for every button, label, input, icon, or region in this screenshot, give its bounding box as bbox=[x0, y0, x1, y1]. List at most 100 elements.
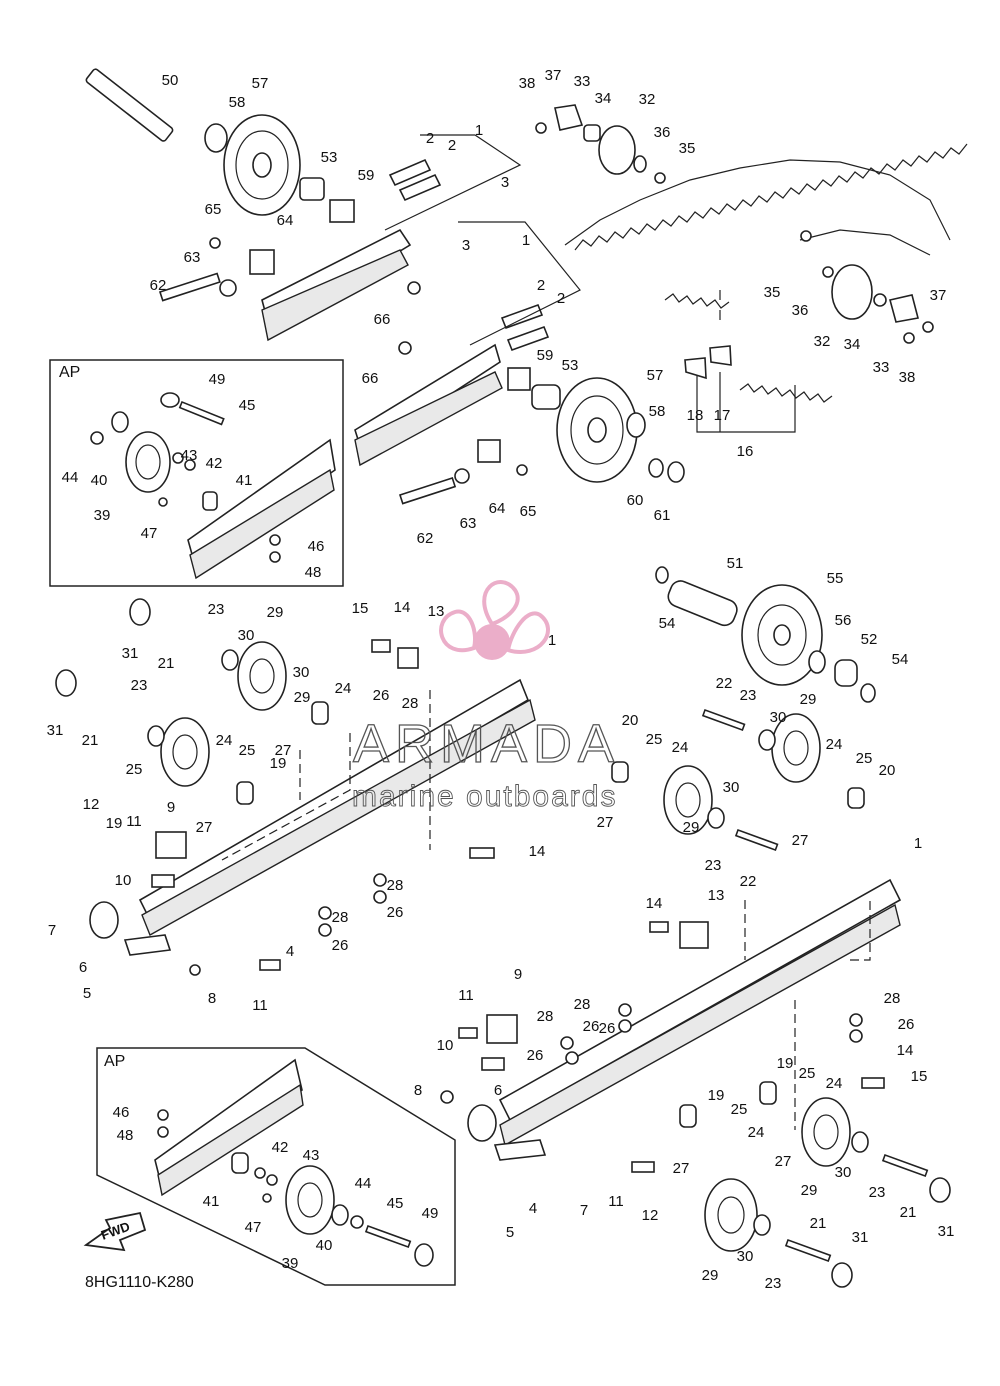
top-left-assembly bbox=[85, 68, 522, 342]
callout-top-left-assembly-2: 58 bbox=[229, 94, 246, 111]
callout-rear-axle-5: 54 bbox=[892, 651, 909, 668]
callout-right-rail-16: 6 bbox=[494, 1082, 502, 1099]
callout-left-rail-4: 29 bbox=[267, 604, 284, 621]
bracket-33b bbox=[889, 294, 919, 323]
rail-4-right bbox=[498, 878, 902, 1122]
callout-right-rail-14: 15 bbox=[911, 1068, 928, 1085]
callout-center-wheels-13: 25 bbox=[856, 750, 873, 767]
callout-left-rail-30: 5 bbox=[83, 985, 91, 1002]
washer-42b bbox=[254, 1167, 266, 1179]
callout-right-rail-3: 9 bbox=[514, 966, 522, 983]
washer-44b bbox=[350, 1215, 364, 1229]
callout-track-2: 32 bbox=[814, 333, 831, 350]
callout-track-6: 38 bbox=[899, 369, 916, 386]
left-rail bbox=[55, 598, 536, 976]
callout-inset-top-1: 45 bbox=[239, 397, 256, 414]
callout-right-rail-21: 25 bbox=[731, 1101, 748, 1118]
clip-14c bbox=[649, 921, 669, 933]
callout-top-right-idler-3: 34 bbox=[595, 90, 612, 107]
callout-top-middle-assembly-10: 66 bbox=[362, 370, 379, 387]
callout-top-right-idler-2: 33 bbox=[574, 73, 591, 90]
nut-63b bbox=[454, 468, 470, 484]
watermark-brand: ARMADA bbox=[353, 714, 620, 774]
bracket-64b bbox=[477, 439, 501, 463]
callout-inset-bottom-0: 46 bbox=[113, 1104, 130, 1121]
callout-inset-top-6: 41 bbox=[236, 472, 253, 489]
clip-18 bbox=[684, 357, 707, 380]
inset-bottom-frame bbox=[96, 1047, 456, 1286]
callout-top-middle-assembly-11: 63 bbox=[460, 515, 477, 532]
washer-44 bbox=[90, 431, 104, 445]
cap-49b bbox=[414, 1243, 434, 1267]
bearing-30b bbox=[147, 725, 165, 747]
callout-top-right-idler-5: 36 bbox=[654, 124, 671, 141]
bolt-45 bbox=[178, 400, 225, 426]
callout-left-rail-36: 28 bbox=[332, 909, 349, 926]
callout-left-rail-9: 31 bbox=[47, 722, 64, 739]
callout-right-rail-29: 31 bbox=[938, 1223, 955, 1240]
callout-left-rail-22: 27 bbox=[275, 742, 292, 759]
bearing-30c bbox=[707, 807, 725, 829]
nut-61 bbox=[667, 461, 685, 483]
nut-48b bbox=[157, 1126, 169, 1138]
pad-10a bbox=[151, 874, 175, 888]
washer-54 bbox=[655, 566, 669, 584]
callout-top-middle-assembly-5: 53 bbox=[562, 357, 579, 374]
callout-right-rail-26: 30 bbox=[835, 1164, 852, 1181]
collar-53 bbox=[299, 177, 325, 201]
callout-right-rail-24: 27 bbox=[775, 1153, 792, 1170]
callout-right-rail-18: 25 bbox=[799, 1065, 816, 1082]
callout-rear-axle-3: 56 bbox=[835, 612, 852, 629]
callout-inset-bottom-8: 49 bbox=[422, 1205, 439, 1222]
callout-left-rail-38: 14 bbox=[529, 843, 546, 860]
nut-28e bbox=[849, 1013, 863, 1027]
wheel-29b bbox=[160, 717, 210, 787]
callout-top-right-idler-4: 32 bbox=[639, 91, 656, 108]
slider-9a bbox=[155, 831, 187, 859]
callout-center-wheels-15: 27 bbox=[792, 832, 809, 849]
callout-top-left-assembly-11: 2 bbox=[426, 130, 434, 147]
callout-right-rail-19: 24 bbox=[826, 1075, 843, 1092]
cap-49 bbox=[160, 392, 180, 408]
nut-26e bbox=[849, 1029, 863, 1043]
callout-left-rail-10: 21 bbox=[82, 732, 99, 749]
callout-top-middle-assembly-13: 65 bbox=[520, 503, 537, 520]
callout-left-rail-16: 28 bbox=[402, 695, 419, 712]
callout-top-middle-assembly-3: 2 bbox=[557, 290, 565, 307]
top-middle-assembly bbox=[354, 221, 685, 505]
watermark-tagline: marine outboards bbox=[352, 780, 617, 813]
spacer-59 bbox=[329, 199, 355, 223]
callout-right-rail-25: 29 bbox=[801, 1182, 818, 1199]
center-wheels bbox=[611, 708, 865, 852]
callout-left-rail-31: 8 bbox=[208, 990, 216, 1007]
callout-top-left-assembly-12: 2 bbox=[448, 137, 456, 154]
cap-31 bbox=[129, 598, 151, 626]
clip-14d bbox=[861, 1077, 885, 1089]
callout-top-middle-assembly-8: 60 bbox=[627, 492, 644, 509]
callout-track-3: 34 bbox=[844, 336, 861, 353]
callout-left-rail-14: 19 bbox=[270, 755, 287, 772]
callout-top-left-assembly-5: 65 bbox=[205, 201, 222, 218]
callout-top-left-assembly-3: 53 bbox=[321, 149, 338, 166]
callout-inset-bottom-9: 39 bbox=[282, 1255, 299, 1272]
callout-top-left-assembly-4: 59 bbox=[358, 167, 375, 184]
callout-right-rail-7: 26 bbox=[599, 1020, 616, 1037]
callout-right-rail-2: 13 bbox=[708, 887, 725, 904]
callout-top-right-idler-0: 38 bbox=[519, 75, 536, 92]
callout-center-wheels-6: 23 bbox=[705, 857, 722, 874]
callout-inset-bottom-1: 48 bbox=[117, 1127, 134, 1144]
callout-right-rail-20: 19 bbox=[708, 1087, 725, 1104]
callout-left-rail-19: 24 bbox=[335, 680, 352, 697]
nut-66b bbox=[398, 341, 412, 355]
nut-48 bbox=[269, 551, 281, 563]
bearing-58b bbox=[626, 412, 646, 438]
callout-right-rail-10: 26 bbox=[527, 1047, 544, 1064]
callout-right-rail-1: 14 bbox=[646, 895, 663, 912]
callout-track-7: 18 bbox=[687, 407, 704, 424]
bearing-56 bbox=[808, 650, 826, 674]
right-rail bbox=[440, 878, 951, 1288]
watermark-logo bbox=[439, 580, 550, 660]
bolt-62 bbox=[158, 272, 221, 302]
callout-center-wheels-3: 29 bbox=[683, 819, 700, 836]
